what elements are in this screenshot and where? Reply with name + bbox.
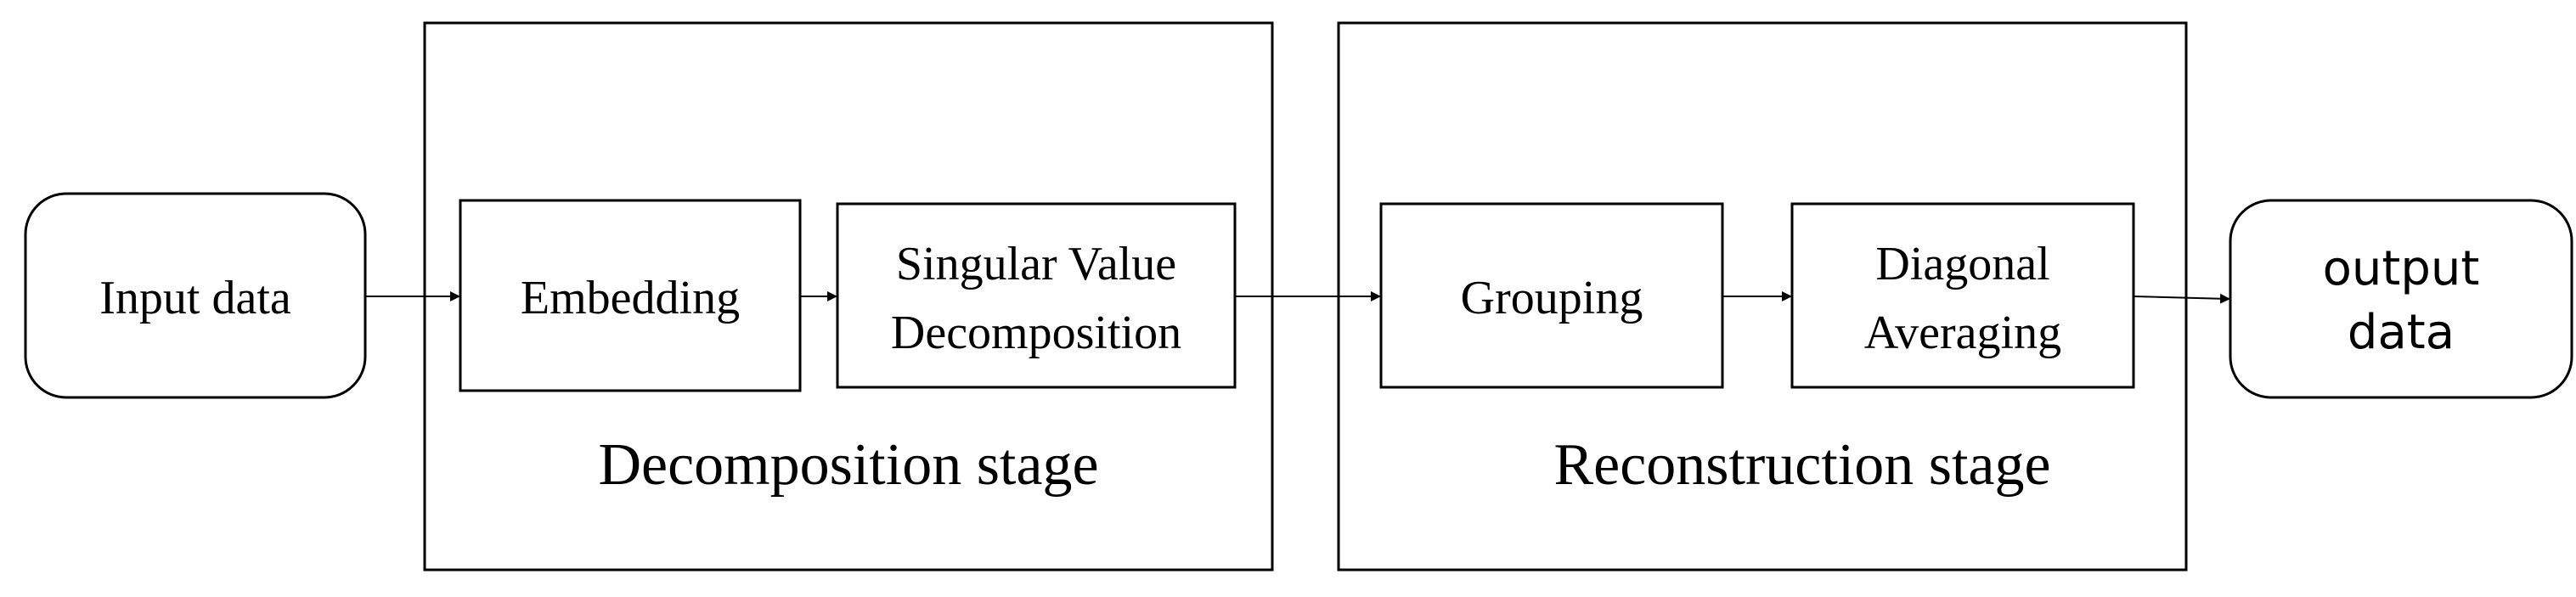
input-data-label: Input data — [99, 272, 291, 324]
diagonal-averaging-label-line1: Diagonal — [1875, 238, 2049, 290]
output-data-label-line1: output — [2323, 241, 2480, 296]
arrow-diagonal-to-output — [2133, 293, 2230, 304]
svd-label-line1: Singular Value — [896, 238, 1176, 290]
svd-label-line2: Decomposition — [891, 307, 1181, 359]
reconstruction-stage-label: Reconstruction stage — [1553, 432, 2050, 498]
output-data-node — [2229, 199, 2573, 399]
embedding-node — [459, 199, 802, 392]
grouping-label: Grouping — [1461, 272, 1643, 324]
output-data-label-line2: data — [2348, 305, 2455, 360]
embedding-label: Embedding — [521, 272, 740, 324]
svd-node — [836, 202, 1237, 389]
decomposition-stage-label: Decomposition stage — [598, 432, 1098, 498]
diagonal-averaging-node — [1790, 202, 2135, 389]
diagonal-averaging-label-line2: Averaging — [1864, 307, 2061, 359]
